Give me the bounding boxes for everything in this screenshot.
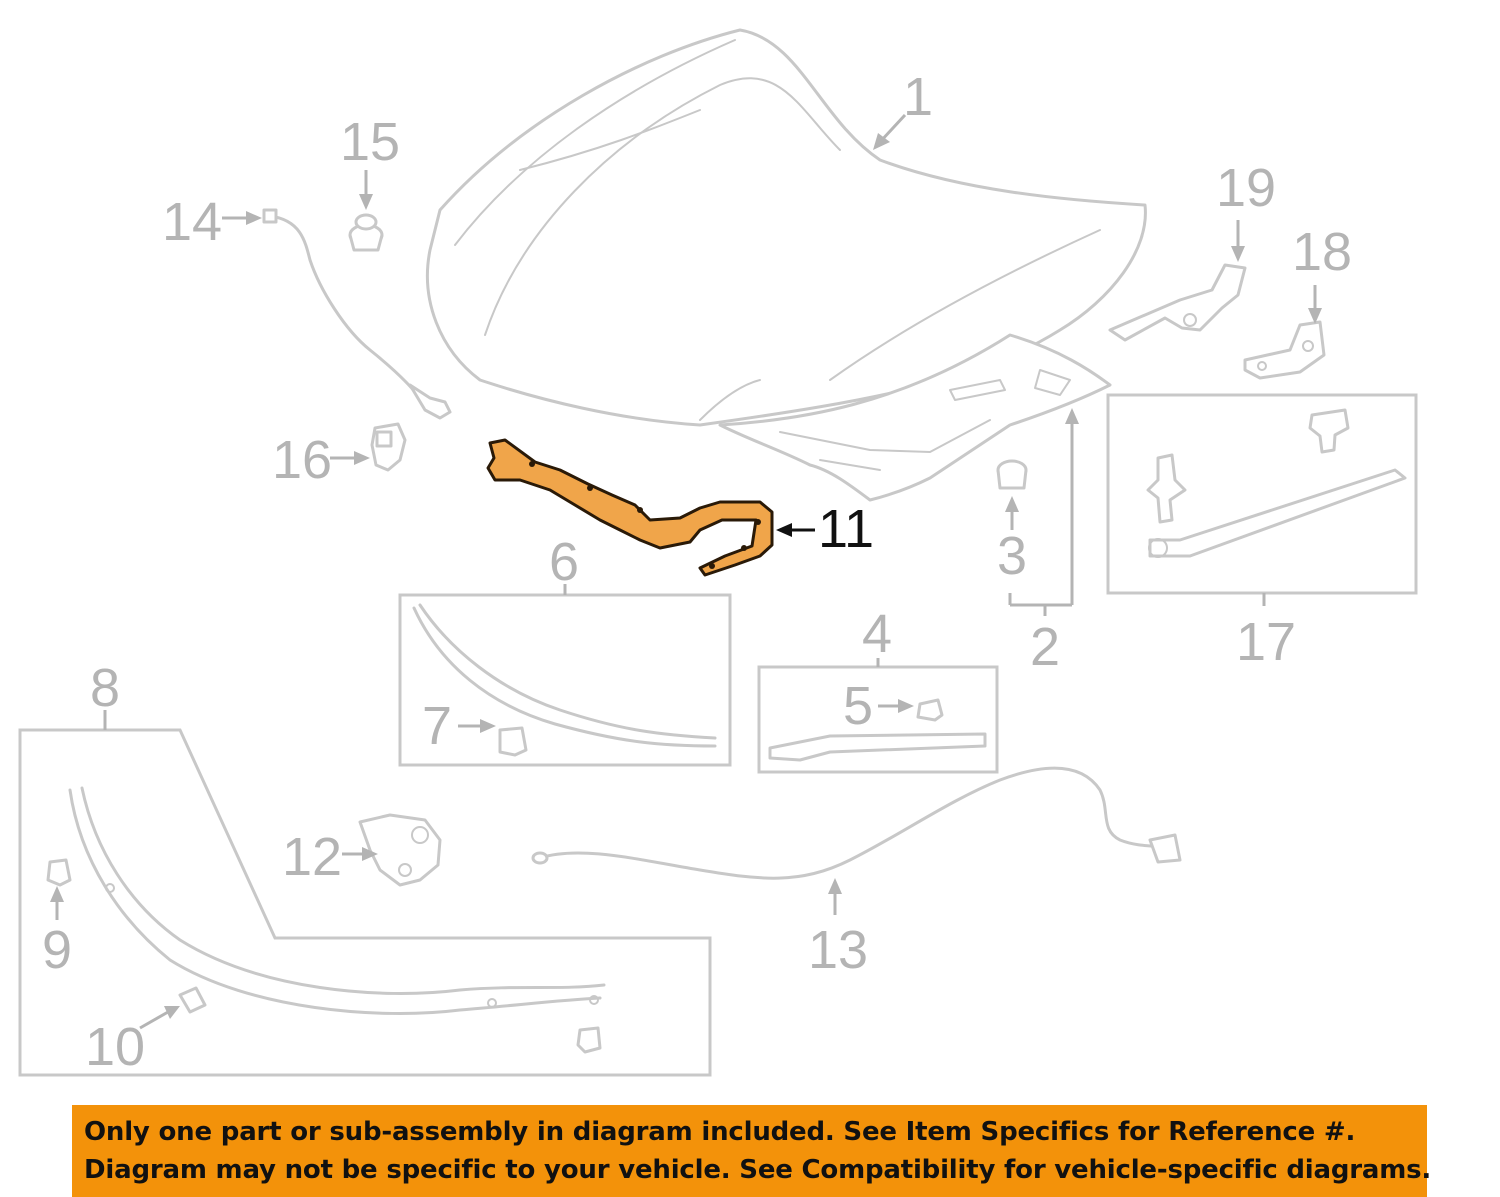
callout-2: 2 <box>1030 617 1060 677</box>
callout-8: 8 <box>90 658 120 718</box>
callout-4: 4 <box>862 604 892 664</box>
highlighted-part-11-seal-bracket <box>486 438 774 577</box>
grommet-15 <box>348 213 384 252</box>
hood-hinge-19 <box>1108 263 1247 342</box>
callout-19: 19 <box>1216 158 1276 218</box>
callout-14: 14 <box>162 192 222 252</box>
callout-18: 18 <box>1292 222 1352 282</box>
callout-7: 7 <box>422 696 452 756</box>
callout-3: 3 <box>997 526 1027 586</box>
callout-6: 6 <box>549 532 579 592</box>
hood-panel <box>425 28 1147 427</box>
callout-17: 17 <box>1236 612 1296 672</box>
callout-11: 11 <box>818 499 874 559</box>
parts-diagram: 1 2 3 4 5 6 7 8 9 10 11 12 13 14 15 16 1… <box>18 28 1418 1077</box>
callout-12: 12 <box>282 827 342 887</box>
hood-latch-12 <box>358 813 442 887</box>
disclaimer-line-2: Diagram may not be specific to your vehi… <box>84 1155 1432 1185</box>
support-strut-box-17 <box>1106 393 1418 595</box>
seal-box-4 <box>757 665 999 774</box>
callout-16: 16 <box>272 430 332 490</box>
leader-lines <box>50 113 1322 1030</box>
callout-9: 9 <box>42 920 72 980</box>
release-cable-14 <box>262 208 452 420</box>
callout-5: 5 <box>843 676 873 736</box>
disclaimer-banner: Only one part or sub-assembly in diagram… <box>72 1105 1432 1197</box>
hood-clip-3 <box>996 459 1028 490</box>
callout-15: 15 <box>340 112 400 172</box>
callout-labels: 1 2 3 4 5 6 7 8 9 10 11 12 13 14 15 16 1… <box>42 67 1352 1077</box>
disclaimer-line-1: Only one part or sub-assembly in diagram… <box>84 1117 1356 1147</box>
callout-10: 10 <box>85 1017 145 1077</box>
bracket-18 <box>1243 320 1326 380</box>
support-bar-box-8 <box>18 728 712 1077</box>
release-cable-13 <box>531 766 1182 880</box>
callout-1: 1 <box>903 67 933 127</box>
callout-13: 13 <box>808 920 868 980</box>
hood-inner-frame <box>718 333 1112 502</box>
hood-lock-16 <box>370 422 407 472</box>
